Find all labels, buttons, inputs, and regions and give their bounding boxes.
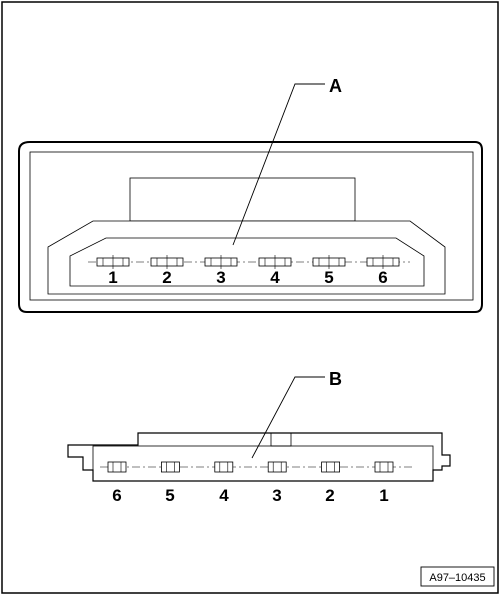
figure-ref: A97–10435 (429, 572, 485, 584)
pin-contact-b-4 (214, 461, 234, 473)
pin-contact-a-4 (258, 255, 292, 269)
leader-line-a (232, 83, 325, 246)
leader-line-b (251, 376, 325, 459)
connector-b: 6 5 4 3 2 1 (67, 432, 451, 505)
pin-contact-a-6 (366, 255, 400, 269)
pin-label-a-5: 5 (324, 268, 333, 287)
connector-b-pin-row (107, 461, 394, 473)
pin-contact-a-2 (150, 255, 184, 269)
pin-contact-a-1 (96, 255, 130, 269)
pin-contact-b-3 (267, 461, 287, 473)
pin-label-b-2: 2 (325, 486, 334, 505)
connector-a-housing (18, 141, 483, 313)
pin-label-a-2: 2 (162, 268, 171, 287)
pin-contact-b-1 (374, 461, 394, 473)
pin-label-a-1: 1 (108, 268, 117, 287)
pin-label-a-3: 3 (216, 268, 225, 287)
pin-label-a-4: 4 (270, 268, 280, 287)
connector-a-socket (69, 237, 425, 287)
pin-label-b-1: 1 (379, 486, 388, 505)
connector-b-latch (270, 432, 292, 447)
callout-b: B (329, 369, 342, 389)
pin-contact-b-2 (321, 461, 341, 473)
pin-label-b-6: 6 (112, 486, 121, 505)
pin-label-b-4: 4 (219, 486, 229, 505)
figure-ref-box (420, 566, 495, 587)
connector-a: 1 2 3 4 5 6 (18, 141, 483, 313)
pin-contact-b-6 (107, 461, 127, 473)
connector-a-inner-border (29, 151, 474, 301)
pin-label-b-3: 3 (272, 486, 281, 505)
connector-b-housing (67, 432, 451, 482)
callout-a: A (329, 76, 342, 96)
connector-a-shell (47, 220, 446, 295)
pin-contact-a-5 (312, 255, 346, 269)
connector-a-pin-row (96, 255, 400, 269)
pin-contact-b-5 (160, 461, 180, 473)
connector-b-body (92, 445, 434, 482)
pin-contact-a-3 (204, 255, 238, 269)
pin-label-b-5: 5 (165, 486, 174, 505)
connector-a-latch (129, 177, 356, 222)
pin-label-a-6: 6 (378, 268, 387, 287)
